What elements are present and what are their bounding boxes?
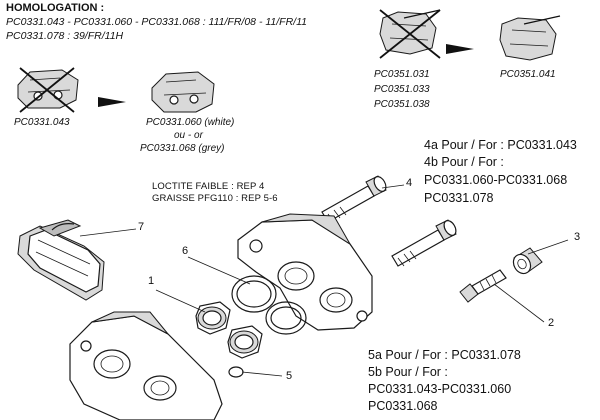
evolution-arrow-a	[98, 97, 126, 107]
new-caliper-ref-alt: PC0331.068 (grey)	[140, 143, 225, 154]
callout-1: 1	[148, 275, 155, 287]
loctite-note: LOCTITE FAIBLE : REP 4	[152, 181, 265, 192]
or-separator: ou - or	[174, 130, 203, 141]
bolt-part-4a	[321, 175, 387, 223]
callout-5: 5	[286, 370, 293, 382]
new-pad-ref: PC0351.041	[500, 69, 556, 80]
homologation-line-1: PC0331.043 - PC0331.060 - PC0331.068 : 1…	[6, 16, 307, 28]
grease-note: GRAISSE PFG110 : REP 5-6	[152, 193, 278, 204]
new-caliper-ref: PC0331.060 (white)	[146, 117, 235, 128]
fitment-5-line-2: 5b Pour / For :	[368, 365, 448, 379]
evolution-arrow-b	[446, 44, 474, 54]
fitment-5-line-4: PC0331.068	[368, 399, 438, 413]
new-caliper-thumbnail-a	[151, 71, 215, 113]
fitment-4-line-3: PC0331.060-PC0331.068	[424, 173, 568, 187]
callout-3: 3	[574, 231, 581, 243]
bolt-part-4b	[391, 219, 457, 267]
leader-lines	[79, 184, 569, 377]
brake-pads-part-7	[17, 219, 105, 301]
fitment-4-line-4: PC0331.078	[424, 191, 494, 205]
fitment-4-line-2: 4b Pour / For :	[424, 155, 504, 169]
old-pad-ref-3: PC0351.038	[374, 99, 430, 110]
old-caliper-ref: PC0331.043	[14, 117, 70, 128]
callout-6: 6	[182, 245, 189, 257]
caliper-half-front	[69, 311, 223, 420]
pistons-part-1	[195, 301, 263, 359]
bleed-cap-part-3	[512, 247, 543, 275]
homologation-title: HOMOLOGATION :	[6, 2, 105, 14]
fitment-4-line-1: 4a Pour / For : PC0331.043	[424, 138, 577, 152]
old-pad-ref-2: PC0351.033	[374, 84, 430, 95]
callout-2: 2	[548, 317, 555, 329]
bleed-screw-part-2	[459, 269, 507, 303]
old-caliper-thumbnail-a	[17, 67, 79, 113]
old-pad-thumbnail-b	[379, 9, 441, 59]
fitment-5-line-3: PC0331.043-PC0331.060	[368, 382, 512, 396]
seals-part-6	[231, 275, 307, 335]
fitment-5-line-1: 5a Pour / For : PC0331.078	[368, 348, 521, 362]
new-pad-thumbnail-b	[499, 15, 561, 61]
caliper-half-rear	[237, 213, 373, 331]
old-pad-ref-1: PC0351.031	[374, 69, 430, 80]
callout-7: 7	[138, 221, 145, 233]
homologation-line-2: PC0331.078 : 39/FR/11H	[6, 30, 124, 42]
callout-4: 4	[406, 177, 413, 189]
